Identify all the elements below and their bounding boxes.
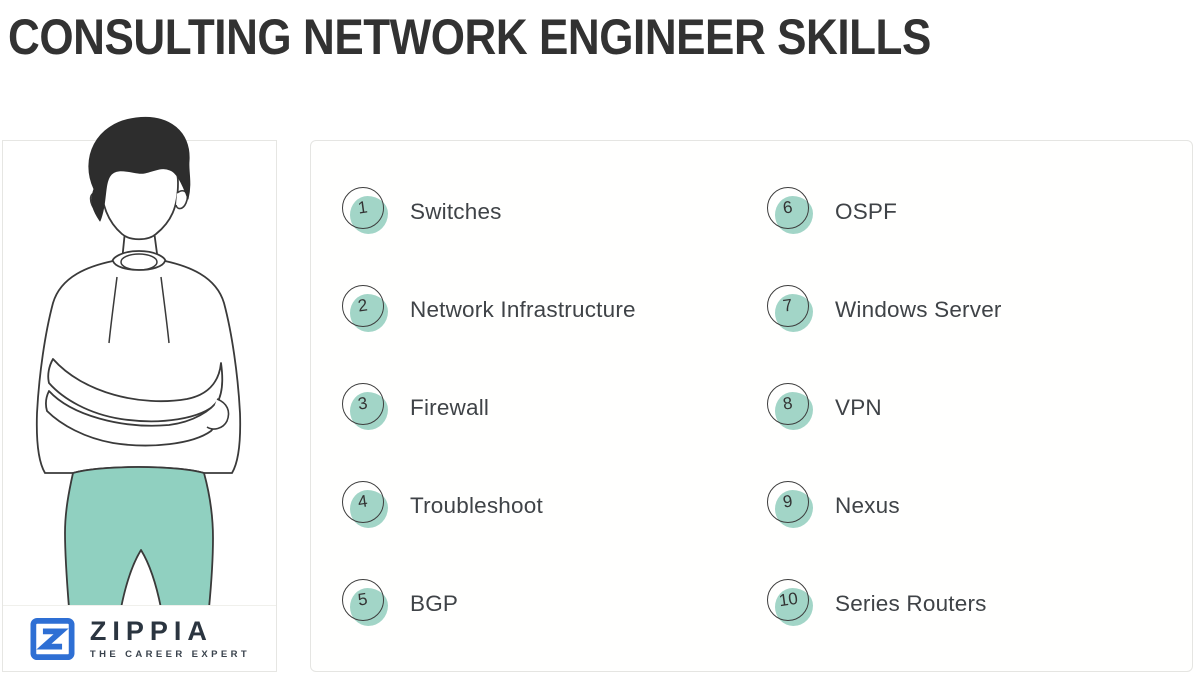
- collar-inner: [120, 253, 158, 271]
- skill-number-badge: 10: [766, 578, 818, 630]
- number-ring: 1: [342, 187, 384, 229]
- skill-label: Windows Server: [835, 297, 1002, 322]
- skill-item: 5 BGP: [341, 578, 458, 630]
- skill-number-badge: 3: [341, 382, 393, 434]
- number-ring: 4: [342, 481, 384, 523]
- skill-number: 8: [781, 393, 794, 414]
- skill-label: Troubleshoot: [410, 493, 543, 518]
- logo-tagline: THE CAREER EXPERT: [89, 648, 251, 660]
- skill-number-badge: 2: [341, 284, 393, 336]
- logo-text: ZIPPIA THE CAREER EXPERT: [89, 615, 251, 660]
- skill-label: BGP: [410, 591, 459, 616]
- skill-number: 7: [781, 295, 794, 316]
- number-ring: 3: [342, 383, 384, 425]
- skill-label: Nexus: [835, 493, 900, 518]
- skill-label: Network Infrastructure: [410, 297, 636, 322]
- skill-number-badge: 6: [766, 186, 818, 238]
- number-ring: 10: [767, 579, 809, 621]
- person-card: ZIPPIA THE CAREER EXPERT: [2, 116, 277, 672]
- skill-label: VPN: [835, 395, 882, 420]
- skill-item: 2 Network Infrastructure: [341, 284, 636, 336]
- skill-item: 6 OSPF: [766, 186, 897, 238]
- skill-number: 10: [777, 588, 799, 611]
- skill-item: 4 Troubleshoot: [341, 480, 543, 532]
- skill-label: OSPF: [835, 199, 898, 224]
- skill-number: 4: [356, 491, 369, 512]
- number-ring: 8: [767, 383, 809, 425]
- right-ear: [175, 189, 189, 210]
- skill-number: 3: [356, 393, 369, 414]
- skill-number: 9: [781, 491, 794, 512]
- skill-number: 6: [781, 197, 794, 218]
- number-ring: 6: [767, 187, 809, 229]
- skill-number-badge: 1: [341, 186, 393, 238]
- skill-item: 7 Windows Server: [766, 284, 1002, 336]
- skill-number: 1: [356, 197, 369, 218]
- number-ring: 5: [342, 579, 384, 621]
- hair: [88, 116, 191, 222]
- skill-number-badge: 7: [766, 284, 818, 336]
- zippia-logo-icon: [30, 617, 75, 660]
- skill-number: 5: [356, 589, 369, 610]
- skill-item: 10 Series Routers: [766, 578, 987, 630]
- logo-brand: ZIPPIA: [89, 615, 213, 646]
- skill-item: 9 Nexus: [766, 480, 900, 532]
- skill-label: Firewall: [410, 395, 490, 420]
- skill-number-badge: 8: [766, 382, 818, 434]
- forearm-lower: [45, 390, 221, 447]
- chest-lines: [108, 276, 170, 344]
- skill-number-badge: 4: [341, 480, 393, 532]
- person-illustration: [35, 116, 242, 609]
- page-title: CONSULTING NETWORK ENGINEER SKILLS: [8, 9, 931, 65]
- hand: [206, 398, 230, 430]
- number-ring: 7: [767, 285, 809, 327]
- skill-number: 2: [356, 295, 369, 316]
- skill-number-badge: 9: [766, 480, 818, 532]
- skill-item: 1 Switches: [341, 186, 502, 238]
- number-ring: 9: [767, 481, 809, 523]
- logo-strip: ZIPPIA THE CAREER EXPERT: [3, 605, 276, 671]
- number-ring: 2: [342, 285, 384, 327]
- skill-label: Series Routers: [835, 591, 987, 616]
- skill-number-badge: 5: [341, 578, 393, 630]
- skill-item: 3 Firewall: [341, 382, 489, 434]
- skill-label: Switches: [410, 199, 502, 224]
- skills-panel: 1 Switches 2 Network Infrastructure 3 Fi…: [310, 140, 1193, 672]
- pants: [64, 466, 214, 609]
- skill-item: 8 VPN: [766, 382, 882, 434]
